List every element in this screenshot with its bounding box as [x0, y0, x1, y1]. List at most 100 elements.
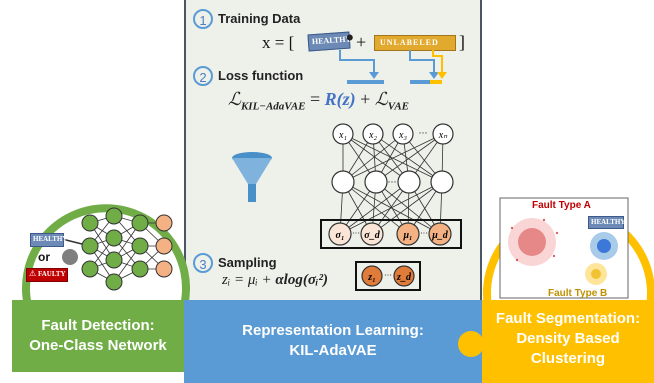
input-neuron — [332, 123, 354, 145]
sampling-title: Sampling — [218, 255, 277, 270]
loss-plus: + — [360, 89, 371, 109]
input-label: x₃ — [398, 130, 407, 141]
input-neuron — [392, 123, 414, 145]
left-healthy-tag: HEALTHY — [30, 233, 67, 247]
one-class-network-illustration — [22, 204, 190, 307]
mu-neuron — [428, 222, 452, 246]
hidden-neurons: ··· — [331, 170, 454, 194]
cluster-b-core — [591, 269, 601, 279]
mu-ellipsis: ··· — [420, 229, 428, 238]
input-label: xₙ — [438, 130, 448, 141]
loss-lhs-sub: KIL−AdaVAE — [240, 100, 306, 113]
latent-params-box — [320, 219, 462, 249]
r-term-bar — [347, 80, 384, 84]
loss-vae: ℒ — [374, 89, 388, 109]
z-ellipsis: ··· — [384, 271, 392, 280]
hidden-ellipsis: ··· — [388, 177, 397, 187]
z-d-label: z_d — [396, 272, 412, 283]
network-neuron — [131, 260, 149, 278]
representation-learning-line1: Representation Learning: — [242, 322, 424, 339]
fault-type-a-label: Fault Type A — [532, 200, 591, 211]
network-neuron — [105, 207, 123, 225]
right-healthy-tag: HEALTHY — [588, 216, 625, 229]
network-neuron — [105, 229, 123, 247]
step-2-badge: 2 — [193, 66, 213, 86]
fault-type-b-label: Fault Type B — [548, 288, 608, 299]
latent-sample-box — [355, 261, 421, 291]
loss-vae-sub: VAE — [387, 100, 409, 113]
network-neuron — [131, 237, 149, 255]
fault-detection-label: Fault Detection: One-Class Network — [18, 316, 178, 356]
fault-segmentation-line2: Density Based — [516, 330, 620, 347]
network-neuron — [131, 214, 149, 232]
hidden-neuron — [331, 170, 355, 194]
sampling-formula: zᵢ = μᵢ + αlog(σᵢ²) — [222, 272, 328, 289]
loss-function-title: Loss function — [218, 68, 304, 83]
loss-r-term: R(z) — [324, 89, 356, 109]
input-label: x₁ — [338, 130, 347, 141]
representation-learning-label: Representation Learning: KIL-AdaVAE — [184, 321, 482, 361]
cluster-a-core — [518, 228, 546, 256]
loss-lhs: ℒ — [228, 89, 241, 109]
network-neuron — [105, 251, 123, 269]
training-data-prefix: x = [ — [262, 33, 295, 52]
loss-eq: = — [310, 89, 321, 109]
output-neuron — [155, 237, 173, 255]
fault-segmentation-label: Fault Segmentation: Density Based Cluste… — [482, 309, 654, 369]
vae-term-bar-orange — [430, 80, 442, 84]
training-data-title: Training Data — [218, 11, 301, 26]
training-data-suffix: ] — [459, 32, 465, 52]
sampling-lhs: zᵢ = μᵢ + — [222, 272, 276, 288]
sigma-1-label: σ₁ — [336, 230, 345, 241]
network-neuron — [81, 214, 99, 232]
z-neuron — [393, 265, 415, 287]
fault-segmentation-line3: Clustering — [530, 350, 606, 367]
sampling-rhs: αlog(σᵢ²) — [275, 272, 328, 288]
input-dot — [62, 249, 78, 265]
warning-icon: ⚠ — [29, 269, 37, 278]
representation-learning-footer — [184, 300, 482, 383]
input-ellipsis: ··· — [419, 128, 428, 138]
right-puzzle-knob — [458, 331, 484, 357]
step-1-badge: 1 — [193, 9, 213, 29]
fault-detection-line2: One-Class Network — [29, 337, 167, 354]
z-1-label: z₁ — [367, 272, 375, 283]
input-neuron — [432, 123, 454, 145]
filter-funnel-icon — [232, 152, 272, 202]
mu-d-label: μ_d — [431, 230, 449, 241]
output-neuron — [155, 214, 173, 232]
left-or-text: or — [38, 250, 50, 264]
clustering-illustration — [483, 197, 654, 307]
network-neuron — [81, 260, 99, 278]
network-neuron — [81, 237, 99, 255]
mu-1-label: μ₁ — [402, 230, 412, 241]
step-3-badge: 3 — [193, 253, 213, 273]
sigma-ellipsis: ··· — [352, 229, 360, 238]
input-neuron — [362, 123, 384, 145]
sigma-neuron — [328, 222, 352, 246]
fault-segmentation-panel — [482, 300, 654, 383]
cluster-healthy-core — [597, 239, 611, 253]
fault-segmentation-line1: Fault Segmentation: — [495, 310, 641, 327]
network-neuron — [105, 273, 123, 291]
loss-equation: ℒKIL−AdaVAE = R(z) + ℒVAE — [228, 89, 409, 113]
z-neuron — [361, 265, 383, 287]
input-label: x₂ — [368, 130, 377, 141]
encoder-network: x₁ x₂ x₃ xₙ ··· ··· σ₁ σ_d μ₁ μ_d ··· ··… — [320, 123, 462, 291]
output-neuron — [155, 260, 173, 278]
fault-detection-line1: Fault Detection: — [41, 317, 155, 334]
mu-neuron — [396, 222, 420, 246]
input-neurons: x₁ x₂ x₃ xₙ ··· — [332, 123, 454, 145]
fault-detection-panel — [12, 300, 184, 372]
left-faulty-tag: ⚠ FAULTY — [26, 268, 68, 282]
unlabeled-tag: UNLABELED — [374, 35, 456, 51]
vae-term-bar-blue — [410, 80, 442, 84]
hidden-neuron — [364, 170, 388, 194]
tag-to-loss-arrows — [339, 50, 447, 79]
hidden-neuron — [430, 170, 454, 194]
sigma-neuron — [360, 222, 384, 246]
sigma-d-label: σ_d — [364, 230, 380, 241]
training-data-plus: + — [356, 32, 367, 52]
hidden-neuron — [397, 170, 421, 194]
representation-learning-line2: KIL-AdaVAE — [289, 342, 377, 359]
